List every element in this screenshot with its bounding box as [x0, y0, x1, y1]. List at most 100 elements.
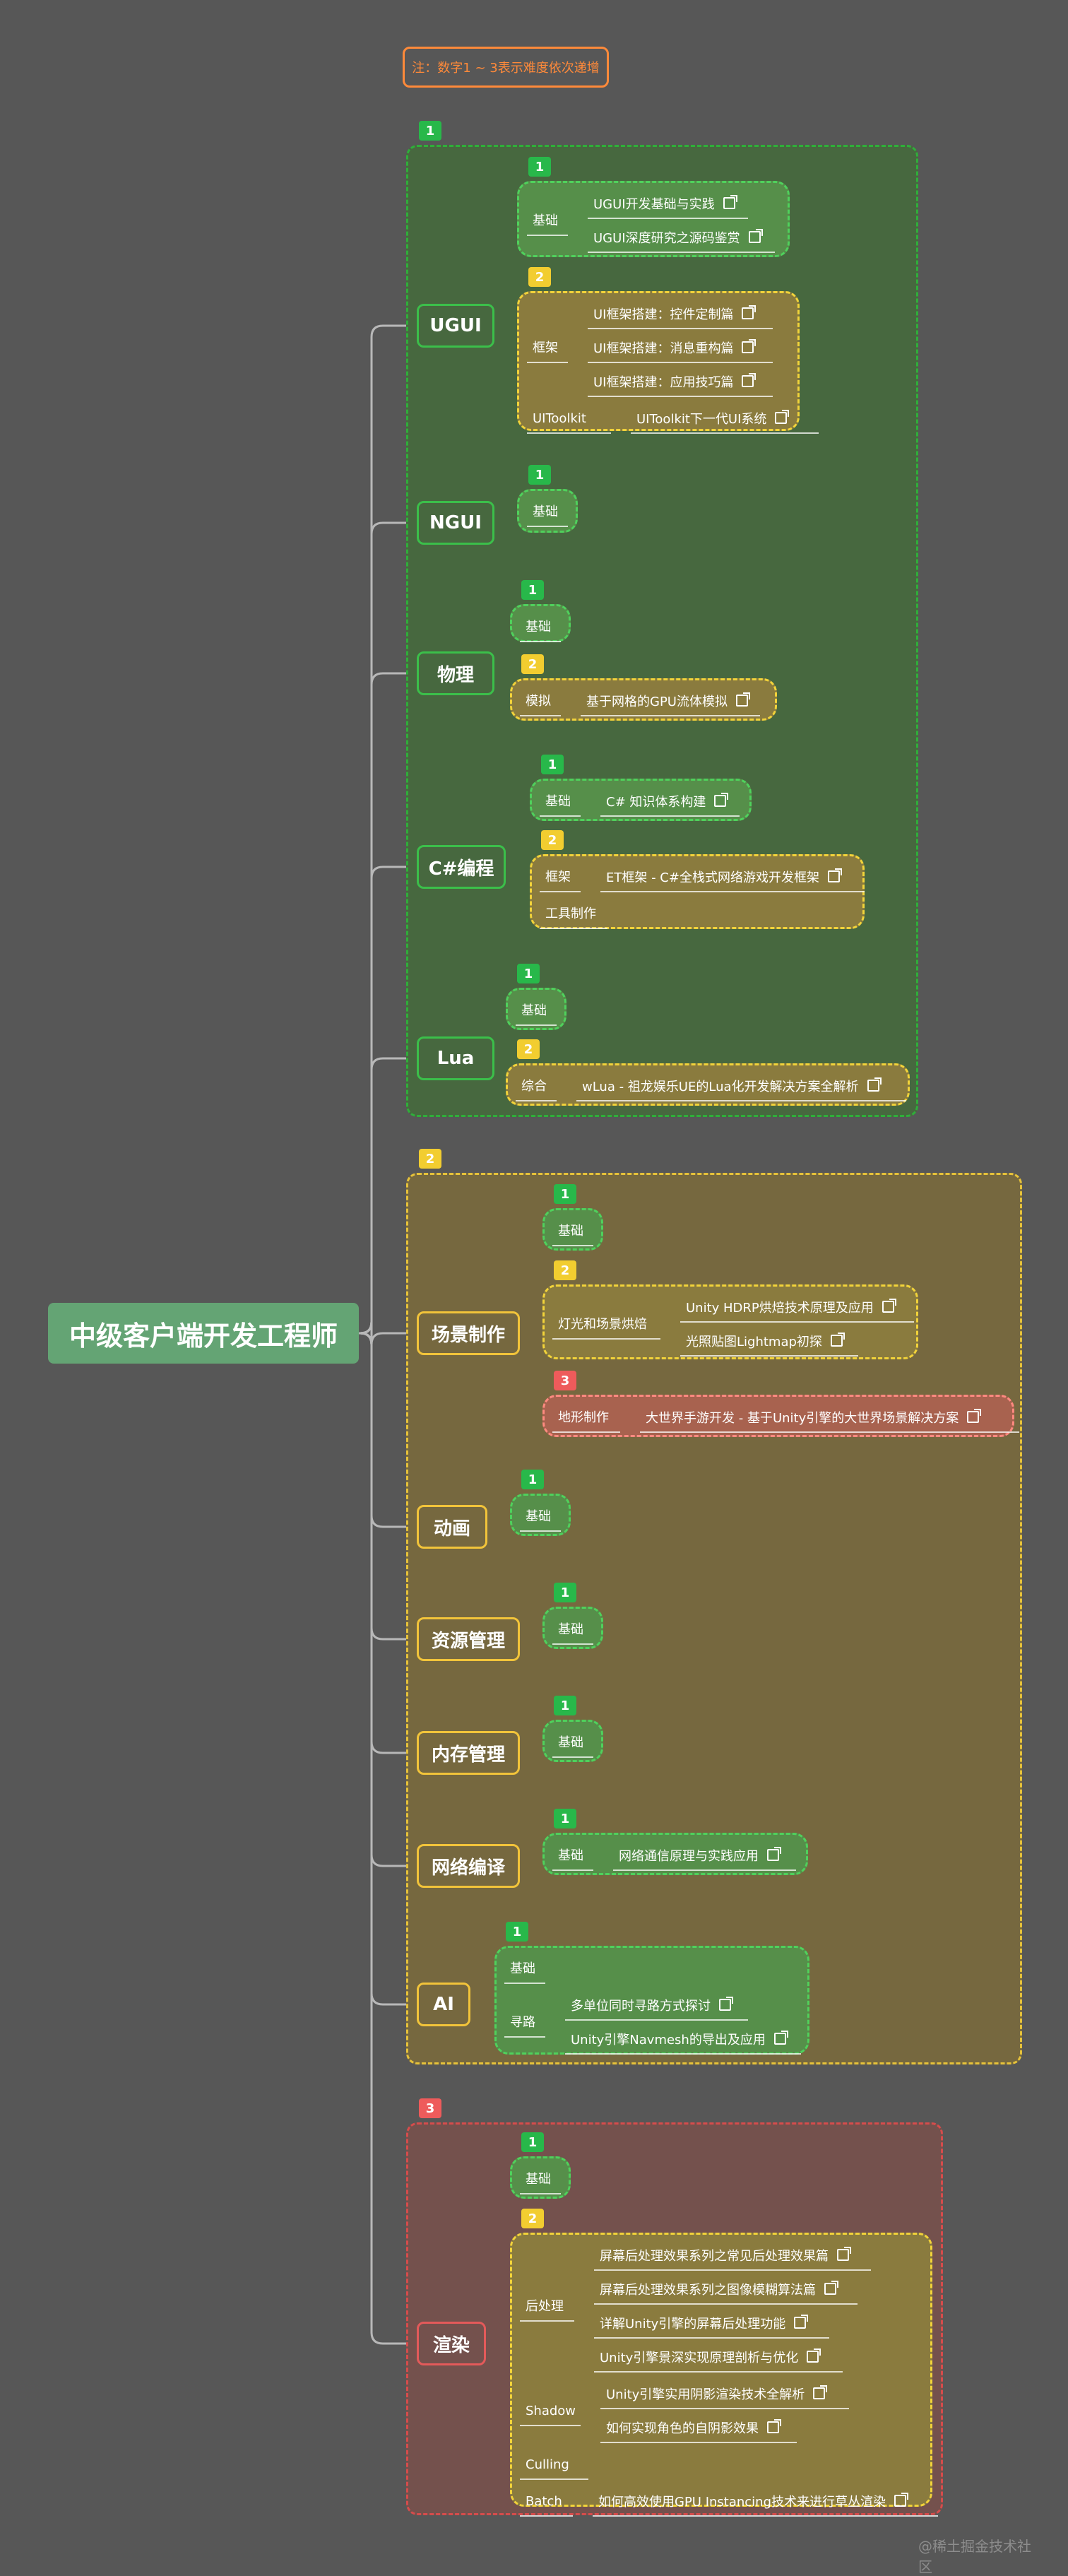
category-node[interactable]: 内存管理 — [417, 1731, 520, 1775]
external-link-icon[interactable] — [767, 1847, 781, 1861]
topic-label[interactable]: 基础 — [526, 1509, 551, 1524]
difficulty-badge: 2 — [419, 1149, 441, 1169]
article-link[interactable]: 详解Unity引擎的屏幕后处理功能 — [600, 2315, 809, 2332]
topic-underline — [520, 715, 561, 716]
topic-label[interactable]: Shadow — [526, 2404, 576, 2418]
topic-label[interactable]: 基础 — [526, 2172, 551, 2187]
external-link-icon[interactable] — [867, 1077, 882, 1092]
article-link[interactable]: UI框架搭建：消息重构篇 — [593, 339, 756, 357]
external-link-icon[interactable] — [830, 1333, 845, 1347]
topic-label[interactable]: 基础 — [526, 620, 551, 634]
topic-label[interactable]: 综合 — [521, 1079, 547, 1094]
topic-label[interactable]: 模拟 — [526, 694, 551, 709]
article-link[interactable]: UGUI深度研究之源码鉴赏 — [593, 229, 763, 247]
topic-underline — [552, 1431, 620, 1433]
article-link[interactable]: 屏幕后处理效果系列之图像模糊算法篇 — [600, 2281, 838, 2298]
article-link[interactable]: ET框架 - C#全栈式网络游戏开发框架 — [606, 868, 842, 886]
external-link-icon[interactable] — [894, 2493, 909, 2507]
external-link-icon[interactable] — [794, 2315, 809, 2329]
article-link[interactable]: 多单位同时寻路方式探讨 — [571, 1997, 733, 2014]
external-link-icon[interactable] — [775, 410, 790, 424]
category-node[interactable]: Lua — [417, 1036, 494, 1080]
topic-label[interactable]: 基础 — [558, 1622, 583, 1637]
external-link-icon[interactable] — [719, 1997, 733, 2011]
article-link[interactable]: UIToolkit下一代UI系统 — [636, 410, 790, 427]
topic-label[interactable]: 地形制作 — [558, 1410, 609, 1425]
article-link[interactable]: C# 知识体系构建 — [606, 793, 729, 810]
external-link-icon[interactable] — [742, 373, 756, 387]
section-difficulty-badge: 2 — [528, 267, 551, 287]
article-underline — [640, 1431, 1019, 1433]
article-underline — [581, 715, 760, 716]
article-underline — [588, 396, 773, 397]
article-link[interactable]: 如何高效使用GPU Instancing技术来进行草丛渲染 — [598, 2493, 909, 2510]
category-node[interactable]: AI — [417, 1983, 470, 2026]
article-link[interactable]: 基于网格的GPU流体模拟 — [586, 692, 750, 710]
topic-label[interactable]: 后处理 — [526, 2299, 564, 2314]
section-difficulty-badge: 1 — [554, 1184, 576, 1204]
topic-underline — [520, 1530, 561, 1532]
topic-label[interactable]: 基础 — [558, 1848, 583, 1863]
article-link[interactable]: 如何实现角色的自阴影效果 — [606, 2419, 781, 2437]
external-link-icon[interactable] — [714, 793, 729, 807]
article-link[interactable]: 大世界手游开发 - 基于Unity引擎的大世界场景解决方案 — [646, 1409, 982, 1426]
article-link[interactable]: Unity引擎Navmesh的导出及应用 — [571, 2031, 788, 2048]
category-node[interactable]: C#编程 — [417, 845, 506, 889]
category-node[interactable]: UGUI — [417, 304, 494, 348]
category-node[interactable]: 渲染 — [417, 2322, 486, 2365]
external-link-icon[interactable] — [824, 2281, 838, 2295]
external-link-icon[interactable] — [742, 339, 756, 353]
article-link[interactable]: Unity引擎景深实现原理剖析与优化 — [600, 2348, 821, 2366]
topic-label[interactable]: 基础 — [521, 1003, 547, 1018]
section-box — [517, 489, 578, 533]
topic-label[interactable]: 框架 — [533, 341, 558, 355]
article-link[interactable]: wLua - 祖龙娱乐UE的Lua化开发解决方案全解析 — [582, 1077, 882, 1095]
section-difficulty-badge: 3 — [554, 1371, 576, 1390]
section-box — [542, 1607, 603, 1649]
topic-label[interactable]: Batch — [526, 2494, 562, 2509]
topic-label[interactable]: 基础 — [558, 1735, 583, 1750]
external-link-icon[interactable] — [767, 2419, 781, 2433]
topic-underline — [516, 1024, 557, 1026]
article-link[interactable]: UI框架搭建：控件定制篇 — [593, 305, 756, 323]
topic-label[interactable]: Culling — [526, 2457, 569, 2472]
article-link[interactable]: 屏幕后处理效果系列之常见后处理效果篇 — [600, 2247, 851, 2264]
external-link-icon[interactable] — [837, 2247, 851, 2261]
topic-label[interactable]: 基础 — [533, 213, 558, 228]
external-link-icon[interactable] — [773, 2031, 788, 2045]
topic-label[interactable]: 灯光和场景烘焙 — [558, 1317, 647, 1332]
article-link[interactable]: Unity HDRP烘焙技术原理及应用 — [686, 1299, 896, 1316]
section-difficulty-badge: 2 — [554, 1260, 576, 1280]
external-link-icon[interactable] — [827, 868, 842, 882]
category-node[interactable]: 物理 — [417, 651, 494, 695]
topic-label[interactable]: 框架 — [545, 870, 571, 885]
external-link-icon[interactable] — [807, 2348, 821, 2363]
external-link-icon[interactable] — [735, 692, 750, 707]
external-link-icon[interactable] — [723, 195, 737, 209]
article-link[interactable]: UGUI开发基础与实践 — [593, 195, 737, 213]
article-link[interactable]: Unity引擎实用阴影渲染技术全解析 — [606, 2385, 828, 2403]
article-link[interactable]: 光照贴图Lightmap初探 — [686, 1333, 845, 1350]
external-link-icon[interactable] — [882, 1299, 896, 1313]
topic-label[interactable]: 基础 — [510, 1961, 535, 1976]
topic-label[interactable]: 基础 — [533, 504, 558, 519]
section-box — [542, 1720, 603, 1762]
section-box — [510, 678, 777, 721]
category-node[interactable]: 动画 — [417, 1505, 487, 1549]
topic-label[interactable]: 寻路 — [510, 2015, 535, 2030]
topic-label[interactable]: 基础 — [558, 1224, 583, 1239]
category-node[interactable]: 网络编译 — [417, 1844, 520, 1888]
category-node[interactable]: 场景制作 — [417, 1311, 520, 1355]
topic-label[interactable]: 基础 — [545, 794, 571, 809]
topic-label[interactable]: UIToolkit — [533, 411, 586, 426]
article-link[interactable]: UI框架搭建：应用技巧篇 — [593, 373, 756, 391]
external-link-icon[interactable] — [813, 2385, 828, 2399]
category-node[interactable]: 资源管理 — [417, 1617, 520, 1661]
external-link-icon[interactable] — [967, 1409, 982, 1423]
category-node[interactable]: NGUI — [417, 501, 494, 545]
topic-label[interactable]: 工具制作 — [545, 906, 596, 921]
article-link[interactable]: 网络通信原理与实践应用 — [619, 1847, 781, 1865]
topic-underline — [527, 526, 568, 527]
external-link-icon[interactable] — [742, 305, 756, 319]
external-link-icon[interactable] — [748, 229, 763, 243]
